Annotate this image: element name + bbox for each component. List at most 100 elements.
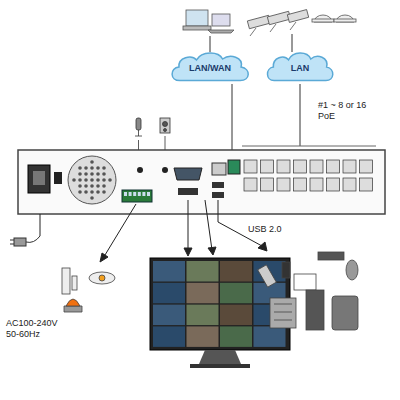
fan-grille [96,172,100,176]
down-arrows [188,200,189,250]
fan-grille [84,166,88,170]
down-arrows [218,200,262,246]
fan-grille [72,160,112,200]
fan-grille [96,190,100,194]
alarm-devices [66,299,80,306]
monitor [153,261,286,347]
poe-ports [261,160,274,173]
poe-ports [310,160,323,173]
nvr-rear-panel [137,167,143,173]
bullet-cameras [250,22,296,36]
monitor [187,283,219,304]
top-devices [186,10,208,26]
monitor [187,326,219,347]
bullet-cameras [247,10,308,36]
top-devices [208,30,234,33]
network-lines [232,84,233,158]
av-icons [136,118,141,130]
nvr-rear-panel [68,156,116,204]
bullet-cameras [287,10,308,23]
nvr-rear-panel [54,172,62,184]
usb-devices [332,296,358,330]
poe-ports [310,178,323,191]
terminal-block [147,192,150,196]
poe-ports [327,160,340,173]
dome-cameras [334,19,356,22]
fan-grille [108,178,112,182]
fan-grille [96,178,100,182]
poe-ports [343,160,356,173]
av-icons [164,129,167,132]
down-arrows [205,200,212,250]
monitor [153,326,185,347]
poe-ports [294,160,307,173]
usb-devices [282,262,290,278]
fan-grille [78,184,82,188]
fan-grille [90,166,94,170]
alarm-devices [89,272,115,284]
fan-grille [78,172,82,176]
fan-grille [90,196,94,200]
alarm-devices [64,306,82,312]
down-arrows [208,247,216,255]
down-arrows [105,204,136,255]
dome-cameras [312,15,356,22]
down-arrows [100,253,108,262]
terminal-block [142,192,145,196]
fan-grille [84,178,88,182]
poe-ports [244,160,373,191]
power-cable [14,238,26,246]
bullet-cameras [267,11,290,24]
fan-grille [78,166,82,170]
fan-grille [78,190,82,194]
fan-grille [90,190,94,194]
usb-devices [258,252,358,330]
usb-devices [318,252,344,260]
fan-grille [72,178,76,182]
nvr-rear-panel [228,160,240,174]
nvr-rear-panel [33,171,45,185]
alarm-devices [62,268,70,294]
terminal-block [124,192,150,196]
usb-devices [270,298,296,328]
fan-grille [90,184,94,188]
alarm-devices [62,268,115,312]
alarm-devices [99,275,105,281]
fan-grille [102,184,106,188]
cloud-shape [268,53,333,81]
nvr-rear-panel [212,163,226,175]
power-cable [10,236,40,246]
network-lines [292,34,293,52]
usb-devices [306,290,324,330]
nvr-rear-panel [18,150,385,214]
usb-devices [258,265,277,287]
monitor [220,326,252,347]
fan-grille [78,178,82,182]
fan-grille [84,190,88,194]
nvr-rear-panel [212,182,224,188]
monitor [220,283,252,304]
nvr-rear-panel [18,150,385,214]
poe-ports [343,178,356,191]
fan-grille [102,166,106,170]
down-arrows [184,248,192,256]
fan-grille [102,178,106,182]
annotation-label: AC100-240V 50-60Hz [6,318,64,340]
poe-ports [277,178,290,191]
fan-grille [90,178,94,182]
terminal-block [124,192,127,196]
annotation-label: #1 ~ 8 or 16 PoE [318,100,384,122]
down-arrows [40,214,41,236]
fan-grille [102,172,106,176]
top-devices [212,14,230,26]
fan-grille [84,184,88,188]
power-cable [10,240,14,244]
fan-grille [90,160,94,164]
fan-grille [96,184,100,188]
nvr-rear-panel [178,188,198,195]
fan-grille [90,172,94,176]
monitor [220,305,252,326]
cloud-shape [172,53,248,81]
dome-cameras [312,19,334,22]
poe-ports [244,160,257,173]
